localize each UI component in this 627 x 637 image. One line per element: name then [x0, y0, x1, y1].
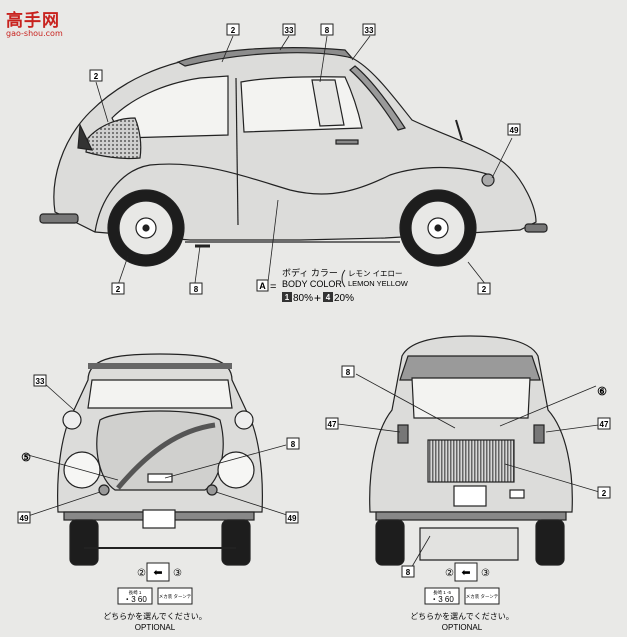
rear-plate-badge: メカ装 ターンテ [466, 593, 499, 600]
rear-plate-top: 長崎 1 -5 [433, 589, 452, 596]
callout-label: 33 [285, 26, 294, 35]
callout-label: 2 [482, 285, 487, 294]
callout-box [189, 282, 203, 295]
swap-arrow-icon: ⬅ [153, 567, 162, 579]
rear-view [369, 335, 573, 566]
callout-box [401, 565, 415, 578]
side-wheel-front [399, 189, 477, 267]
rear-plate-main: ・3 60 [430, 595, 454, 604]
callout-label: 8 [325, 26, 330, 35]
callout-label: 49 [20, 514, 29, 523]
color-name-jp: ボディ カラー [282, 267, 338, 278]
callout-label: 2 [602, 489, 607, 498]
side-leaders [95, 35, 513, 286]
watermark: 高手网 gao-shou.com [6, 6, 63, 38]
callout-box [597, 486, 611, 499]
color-mix-en: LEMON YELLOW [348, 279, 409, 288]
color-part1-code: 1 [285, 293, 290, 302]
rear-grille [427, 439, 515, 483]
side-window-front [111, 75, 229, 139]
color-eq: = [270, 281, 276, 293]
callout-label: 33 [365, 26, 374, 35]
watermark-url: gao-shou.com [6, 29, 63, 38]
callout-label: 49 [510, 126, 519, 135]
swap-arrow-icon: ⬅ [461, 567, 470, 579]
color-mix-jp: レモン イエロー [348, 269, 403, 278]
front-plate-main: ・3 60 [123, 595, 147, 604]
callout-label: ⑥ [597, 386, 607, 398]
callout-label: 47 [328, 420, 337, 429]
callout-label: 8 [194, 285, 199, 294]
callout-box [341, 365, 355, 378]
view-leaders [27, 373, 607, 571]
front-view [57, 353, 263, 566]
side-wheel-rear [107, 189, 185, 267]
callout-box [17, 511, 31, 524]
callout-box [507, 123, 521, 136]
rear-plate-note-en: OPTIONAL [442, 623, 483, 632]
callout-box [282, 23, 296, 36]
callout-label: ⑤ [21, 452, 31, 464]
callout-label: 8 [291, 440, 296, 449]
callout-box [111, 282, 125, 295]
callout-label: 8 [406, 568, 411, 577]
color-part2-code: 4 [326, 293, 331, 302]
rear-plate-circle-right: ③ [481, 568, 490, 579]
front-plate-note-jp: どちらかを選んでください。 [103, 611, 207, 621]
color-note: A = ボディ カラー BODY COLOR レモン イエロー LEMON YE… [256, 267, 409, 305]
callout-label: 47 [600, 420, 609, 429]
callout-box [226, 23, 240, 36]
color-plus: + [314, 291, 321, 305]
watermark-logo: 高手网 [6, 11, 60, 31]
callout-label: 2 [116, 285, 121, 294]
color-name-en: BODY COLOR [282, 279, 342, 289]
color-code: A [259, 281, 266, 291]
callout-label: 33 [36, 377, 45, 386]
color-part2-pct: 20% [334, 293, 354, 304]
side-grille [85, 117, 142, 160]
rear-plate-circle-left: ② [445, 568, 454, 579]
callout-label: 2 [94, 72, 99, 81]
front-plate-circle-right: ③ [173, 568, 182, 579]
callout-box [320, 23, 334, 36]
front-plate-circle-left: ② [137, 568, 146, 579]
side-view [39, 47, 548, 267]
callout-label: 2 [231, 26, 236, 35]
callout-box [286, 437, 300, 450]
callout-box [33, 374, 47, 387]
front-plate-top: 長崎 1 [129, 589, 142, 596]
rear-plate-note-jp: どちらかを選んでください。 [410, 611, 514, 621]
front-headlight-right [217, 451, 255, 489]
callout-label: 49 [288, 514, 297, 523]
front-plate-badge: メカ装 ターンテ [159, 593, 192, 600]
callouts: 2 33 8 33 2 49 2 8 2 33 ⑤ 8 49 49 8 ⑥ 47 47 2 8 [17, 23, 611, 578]
callout-box [477, 282, 491, 295]
callout-label: 8 [346, 368, 351, 377]
callout-box [89, 69, 103, 82]
callout-box [362, 23, 376, 36]
front-plate-option: ② ⬅ ③ 長崎 1 ・3 60 メカ装 ターンテ どちらかを選んでください。 … [103, 562, 207, 632]
callout-box [325, 417, 339, 430]
color-part1-pct: 80% [293, 293, 313, 304]
front-plate-note-en: OPTIONAL [135, 623, 176, 632]
callout-box [597, 417, 611, 430]
callout-box [285, 511, 299, 524]
rear-plate-option: ② ⬅ ③ 長崎 1 -5 ・3 60 メカ装 ターンテ どちらかを選んでくださ… [410, 562, 514, 632]
